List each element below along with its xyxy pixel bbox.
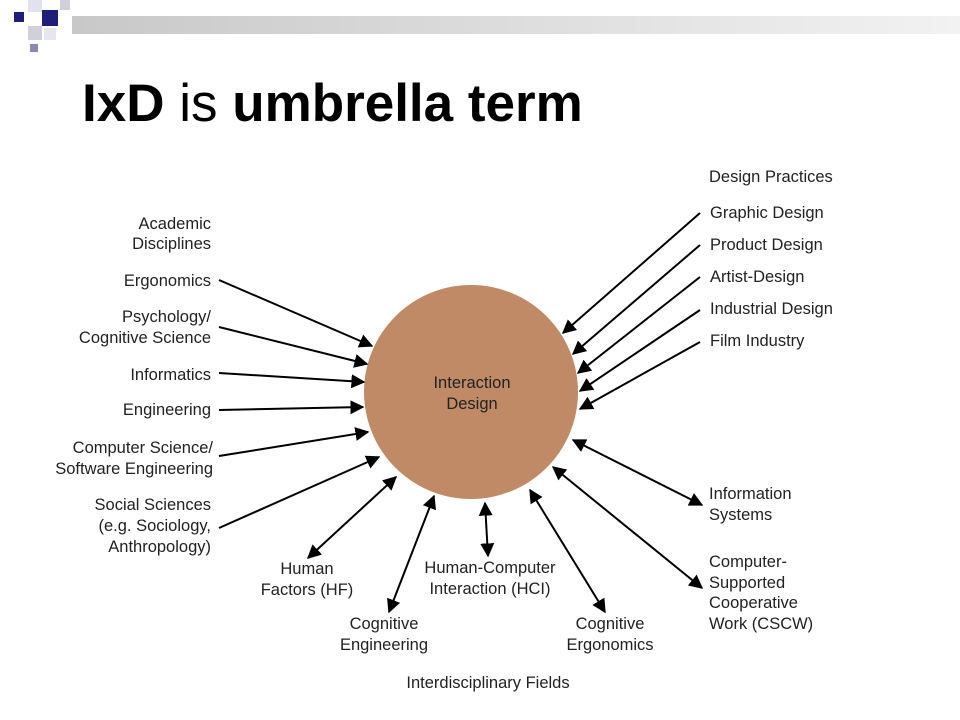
title-ixd: IxD: [82, 74, 165, 133]
deco-bar: [72, 16, 960, 34]
field-cscw-line4: Work (CSCW): [709, 615, 813, 633]
field-info-systems-line1: Information: [709, 485, 792, 503]
field-cognitive-eng-line1: Cognitive: [350, 615, 419, 633]
academic-item-cs-line2: Software Engineering: [55, 460, 213, 478]
arrow-product-design: [571, 244, 701, 355]
academic-item-psychology-line2: Cognitive Science: [79, 329, 211, 347]
practice-graphic-design: Graphic Design: [710, 204, 824, 222]
academic-item-engineering: Engineering: [123, 401, 211, 419]
arrow-film-industry: [578, 341, 701, 410]
field-cscw-line1: Computer-: [709, 553, 787, 571]
arrow-cognitive-engineering: [387, 494, 436, 614]
deco-square: [44, 28, 56, 40]
arrow-social-sciences: [218, 455, 381, 529]
arrow-psychology: [218, 326, 369, 368]
academic-item-informatics: Informatics: [130, 366, 211, 384]
practice-industrial-design: Industrial Design: [710, 300, 833, 318]
slide-title: IxD is umbrella term: [82, 72, 583, 136]
arrow-artist-design: [576, 276, 701, 374]
center-label-line2: Design: [446, 395, 497, 413]
field-human-factors-line2: Factors (HF): [261, 581, 354, 599]
academic-item-social-line1: Social Sciences: [95, 496, 211, 514]
arrow-cscw: [551, 466, 704, 589]
deco-square: [14, 12, 24, 22]
arrow-information-systems: [571, 439, 704, 506]
field-hci-line1: Human-Computer: [424, 559, 556, 577]
academic-item-social-line2: (e.g. Sociology,: [98, 517, 211, 535]
field-cscw-line2: Supported: [709, 574, 785, 592]
interaction-design-circle: [364, 285, 578, 499]
arrow-ergonomics: [218, 279, 374, 348]
deco-square: [28, 26, 42, 40]
arrow-informatics: [218, 372, 366, 389]
title-is: is: [164, 74, 233, 133]
field-cognitive-erg-line1: Cognitive: [576, 615, 645, 633]
field-hci-line2: Interaction (HCI): [429, 580, 550, 598]
academic-item-ergonomics: Ergonomics: [124, 272, 211, 290]
practice-film-industry: Film Industry: [710, 332, 805, 350]
arrow-computer-science: [218, 427, 370, 457]
academic-heading-line2: Disciplines: [132, 235, 211, 253]
field-human-factors-line1: Human: [280, 560, 333, 578]
practices-heading: Design Practices: [709, 168, 833, 186]
arrow-hci: [478, 501, 495, 558]
field-cognitive-erg-line2: Ergonomics: [566, 636, 653, 654]
arrow-graphic-design: [561, 212, 701, 334]
field-cscw-line3: Cooperative: [709, 594, 798, 612]
deco-square: [28, 0, 42, 12]
field-info-systems-line2: Systems: [709, 506, 772, 524]
academic-item-cs-line1: Computer Science/: [73, 439, 214, 457]
practice-product-design: Product Design: [710, 236, 823, 254]
academic-item-psychology-line1: Psychology/: [122, 308, 211, 326]
arrow-engineering: [218, 400, 365, 415]
arrow-human-factors: [306, 476, 398, 559]
deco-square: [30, 44, 38, 52]
interdisciplinary-heading: Interdisciplinary Fields: [406, 674, 569, 692]
academic-item-social-line3: Anthropology): [108, 538, 211, 556]
slide-decoration: [14, 0, 960, 52]
center-label-line1: Interaction: [433, 374, 510, 392]
field-cognitive-eng-line2: Engineering: [340, 636, 428, 654]
arrow-industrial-design: [578, 309, 701, 392]
practice-artist-design: Artist-Design: [710, 268, 804, 286]
deco-square: [60, 0, 70, 10]
deco-square: [42, 10, 58, 26]
academic-heading-line1: Academic: [139, 215, 211, 233]
title-umbrella-term: umbrella term: [232, 74, 583, 133]
